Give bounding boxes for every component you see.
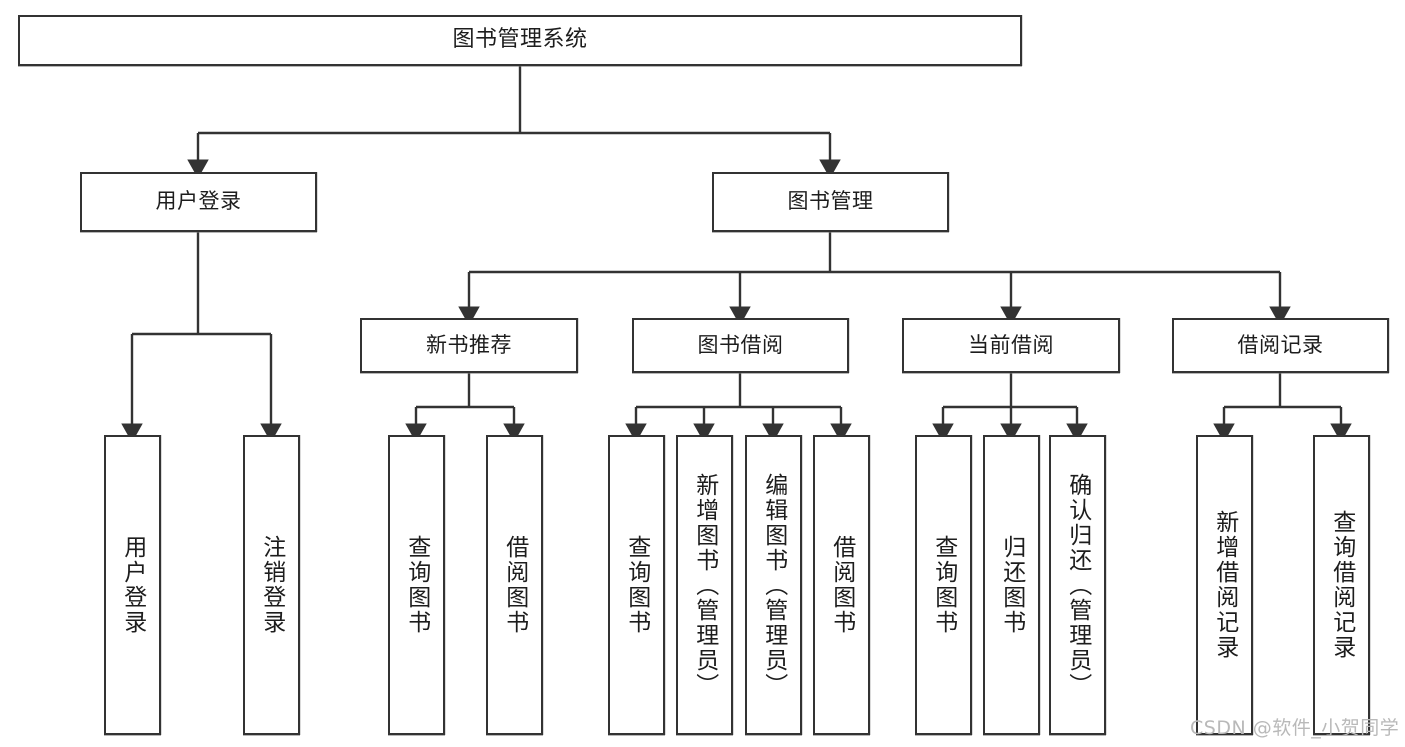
node-label: 图书管理 [787, 189, 874, 214]
leaf-borrow-borrow-book[interactable]: 借阅图书 [813, 435, 870, 735]
node-label: 查询借阅记录 [1328, 510, 1355, 660]
leaf-current-query-book[interactable]: 查询图书 [915, 435, 972, 735]
node-label: 新增图书（管理员） [691, 472, 718, 698]
node-book-management[interactable]: 图书管理 [712, 172, 949, 232]
node-label: 图书管理系统 [452, 27, 588, 53]
node-label: 归还图书 [998, 535, 1025, 635]
leaf-current-confirm-return-admin[interactable]: 确认归还（管理员） [1049, 435, 1106, 735]
node-label: 查询图书 [403, 535, 430, 635]
node-label: 图书借阅 [697, 332, 784, 357]
node-label: 当前借阅 [968, 332, 1054, 357]
leaf-record-add-record[interactable]: 新增借阅记录 [1196, 435, 1253, 735]
node-label: 新书推荐 [426, 332, 512, 357]
node-current-borrow[interactable]: 当前借阅 [902, 318, 1120, 373]
node-borrow-record[interactable]: 借阅记录 [1172, 318, 1389, 373]
node-label: 借阅图书 [828, 535, 855, 635]
node-new-book-recommend[interactable]: 新书推荐 [360, 318, 578, 373]
node-user-login[interactable]: 用户登录 [80, 172, 317, 232]
node-book-borrow[interactable]: 图书借阅 [632, 318, 849, 373]
leaf-user-login-login[interactable]: 用户登录 [104, 435, 161, 735]
node-label: 查询图书 [623, 535, 650, 635]
leaf-record-query-record[interactable]: 查询借阅记录 [1313, 435, 1370, 735]
node-label: 注销登录 [258, 535, 285, 635]
node-label: 确认归还（管理员） [1064, 472, 1091, 698]
leaf-recommend-query-book[interactable]: 查询图书 [388, 435, 445, 735]
leaf-current-return-book[interactable]: 归还图书 [983, 435, 1040, 735]
leaf-recommend-borrow-book[interactable]: 借阅图书 [486, 435, 543, 735]
node-label: 借阅图书 [501, 535, 528, 635]
node-label: 借阅记录 [1237, 332, 1324, 357]
leaf-borrow-query-book[interactable]: 查询图书 [608, 435, 665, 735]
node-label: 编辑图书（管理员） [760, 472, 787, 698]
node-label: 用户登录 [155, 189, 242, 214]
node-label: 查询图书 [930, 535, 957, 635]
node-label: 新增借阅记录 [1211, 510, 1238, 660]
csdn-watermark: CSDN @软件_小贺同学 [1190, 717, 1400, 739]
leaf-user-login-logout[interactable]: 注销登录 [243, 435, 300, 735]
node-label: 用户登录 [119, 535, 146, 635]
leaf-borrow-add-book-admin[interactable]: 新增图书（管理员） [676, 435, 733, 735]
node-root-system[interactable]: 图书管理系统 [18, 15, 1022, 66]
leaf-borrow-edit-book-admin[interactable]: 编辑图书（管理员） [745, 435, 802, 735]
